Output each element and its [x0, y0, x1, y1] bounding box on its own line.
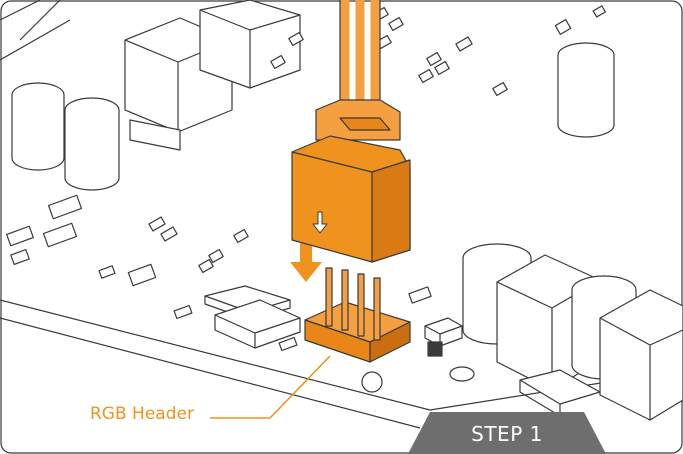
insert-arrow: [290, 240, 322, 282]
connector-arrow-icon: [312, 211, 328, 234]
callout-leader: [210, 355, 331, 419]
mount-hole-2: [449, 366, 475, 382]
board-trace: [129, 119, 181, 151]
step-label: STEP 1: [471, 422, 543, 446]
rgb-header: [304, 267, 411, 363]
chip-2: [214, 299, 301, 349]
jumper: [424, 317, 463, 357]
capacitor-3: [557, 42, 615, 138]
board-edge: [0, 299, 683, 411]
board-rail: [0, 0, 71, 61]
rgb-cable: [339, 0, 381, 100]
capacitor: [11, 82, 65, 171]
capacitor-2: [64, 97, 120, 191]
heatsink-block-2: [199, 0, 301, 89]
rgb-header-label: RGB Header: [90, 404, 194, 424]
board-edge-lower: [0, 317, 421, 429]
step-badge-shape: [408, 412, 606, 454]
header-pins: [325, 267, 381, 341]
mount-hole: [361, 371, 383, 393]
step-badge: STEP 1: [408, 414, 606, 454]
chip-3: [519, 369, 601, 417]
rgb-connector: [291, 99, 411, 263]
inductor-block-2: [599, 289, 683, 421]
